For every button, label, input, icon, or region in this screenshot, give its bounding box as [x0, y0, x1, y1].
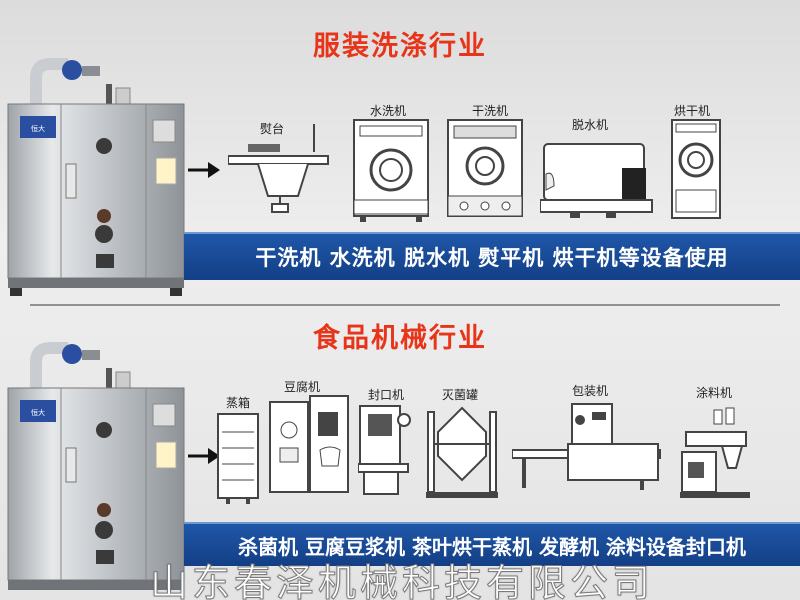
machine-label: 脱水机 — [572, 118, 609, 132]
machine-label: 涂料机 — [696, 386, 733, 400]
machine-label: 水洗机 — [370, 104, 407, 118]
steam-generator-image: 恒大 — [7, 342, 185, 590]
machine-label: 干洗机 — [472, 104, 509, 118]
coating-machine-drawing — [680, 407, 750, 498]
arrow-right-icon — [188, 162, 220, 178]
ironing-table-machine: 熨台 — [227, 112, 338, 226]
sterilizer-tank-drawing — [426, 406, 498, 498]
steam-generator-image: 恒大 — [7, 58, 185, 296]
company-watermark: 山东春泽机械科技有限公司 — [150, 561, 655, 600]
machine-label: 蒸箱 — [226, 396, 251, 410]
svg-text:恒大: 恒大 — [31, 408, 45, 417]
svg-text:恒大: 恒大 — [31, 124, 45, 133]
machine-label: 封口机 — [368, 388, 405, 402]
section-laundry: 服装洗涤行业 恒大 熨 — [7, 31, 800, 296]
ironing-table-drawing — [227, 124, 329, 213]
usage-banner: 干洗机 水洗机 脱水机 熨平机 烘干机等设备使用 — [184, 232, 800, 280]
extractor-drawing — [540, 143, 653, 218]
steam-box-drawing — [217, 413, 259, 504]
dry-cleaner-drawing — [447, 119, 523, 217]
arrow-right-icon — [188, 448, 220, 464]
section-food: 食品机械行业 恒大 蒸箱 — [0, 300, 800, 600]
section-title: 服装洗涤行业 — [313, 31, 487, 62]
machine-label: 熨台 — [260, 122, 285, 136]
dryer-drawing — [671, 119, 721, 219]
machine-label: 包装机 — [572, 384, 609, 398]
section-divider — [30, 304, 780, 306]
usage-banner: 杀菌机 豆腐豆浆机 茶叶烘干蒸机 发酵机 涂料设备封口机 — [184, 522, 800, 566]
washer-drawing — [353, 119, 429, 222]
machine-label: 烘干机 — [674, 104, 711, 118]
sealer-drawing — [358, 405, 411, 495]
section-title: 食品机械行业 — [313, 323, 487, 354]
machine-label: 豆腐机 — [284, 380, 321, 394]
packaging-machine-drawing — [512, 403, 661, 490]
machine-label: 灭菌罐 — [442, 388, 479, 402]
tofu-machine-drawing — [269, 395, 349, 493]
